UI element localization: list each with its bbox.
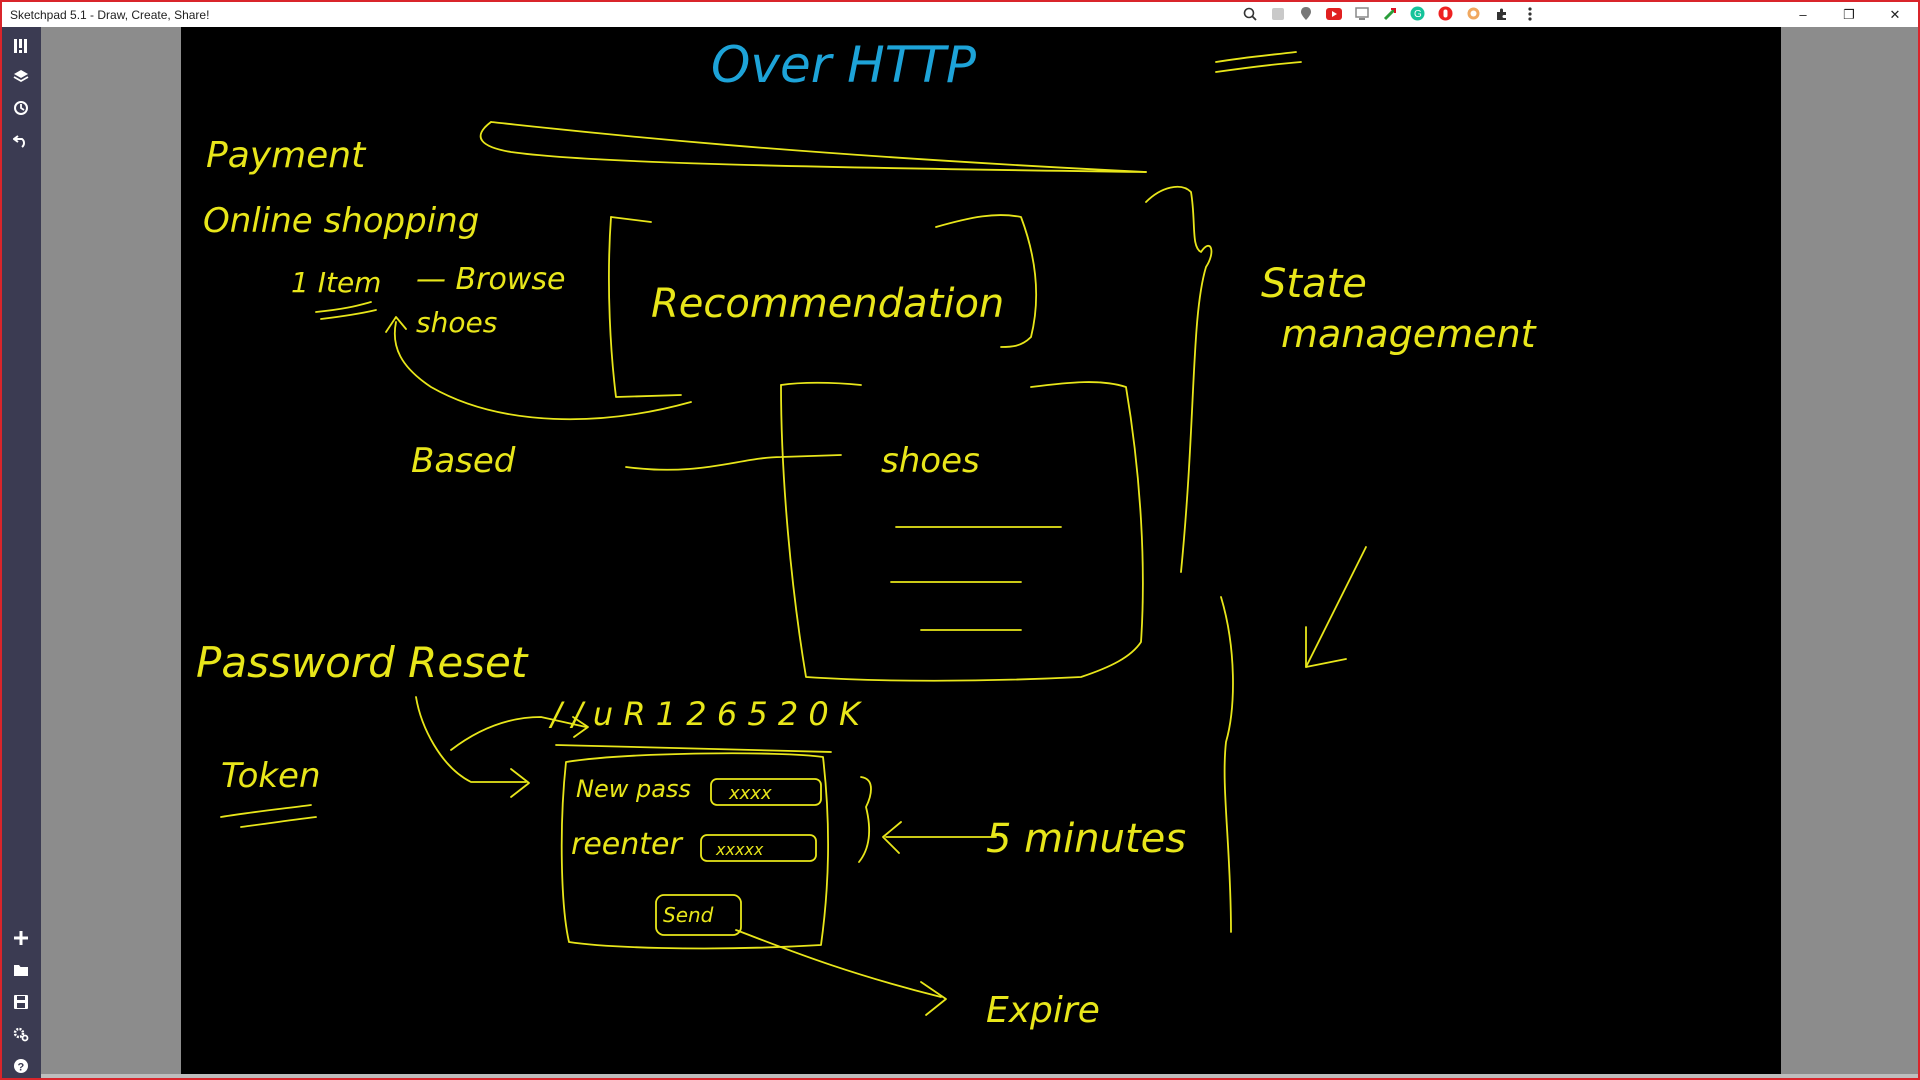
folder-icon[interactable] xyxy=(8,957,34,983)
extension-icon[interactable] xyxy=(1269,5,1286,22)
restore-button[interactable]: ❐ xyxy=(1843,6,1855,22)
window-controls: – ❐ ✕ xyxy=(1780,2,1918,27)
settings-icon[interactable] xyxy=(8,1021,34,1047)
label-recommendation: Recommendation xyxy=(651,281,1004,327)
label-reenter: reenter xyxy=(571,827,683,862)
youtube-icon[interactable] xyxy=(1325,5,1342,22)
circle-icon[interactable] xyxy=(1465,5,1482,22)
svg-text:?: ? xyxy=(18,1062,25,1074)
svg-text:G: G xyxy=(1414,9,1422,20)
title-bar: Sketchpad 5.1 - Draw, Create, Share! G xyxy=(2,2,1918,27)
label-state: State xyxy=(1261,261,1367,307)
history-icon[interactable] xyxy=(8,95,34,121)
screen-icon[interactable] xyxy=(1353,5,1370,22)
minimize-button[interactable]: – xyxy=(1799,7,1807,22)
close-button[interactable]: ✕ xyxy=(1889,6,1901,22)
grammarly-icon[interactable]: G xyxy=(1409,5,1426,22)
label-management: management xyxy=(1281,312,1538,356)
canvas-drawing: Over HTTP Payment Online shopping 1 Item… xyxy=(196,36,1538,1031)
menu-icon[interactable] xyxy=(1521,5,1538,22)
label-payment: Payment xyxy=(206,135,367,176)
undo-icon[interactable] xyxy=(8,127,34,153)
arrow-icon[interactable] xyxy=(1381,5,1398,22)
label-item: 1 Item xyxy=(291,266,381,299)
label-expire: Expire xyxy=(986,990,1100,1031)
value-reenter: xxxxx xyxy=(715,840,764,859)
zoom-icon[interactable] xyxy=(1241,5,1258,22)
location-icon[interactable] xyxy=(1297,5,1314,22)
label-shoes-small: shoes xyxy=(416,306,497,339)
window-title: Sketchpad 5.1 - Draw, Create, Share! xyxy=(10,7,210,22)
label-shoes-box: shoes xyxy=(881,441,980,481)
label-new-pass: New pass xyxy=(576,775,691,803)
label-token: Token xyxy=(221,756,321,796)
browser-extension-tray: G xyxy=(1241,5,1538,22)
help-icon[interactable]: ? xyxy=(8,1053,34,1078)
label-five-minutes: 5 minutes xyxy=(986,816,1186,862)
add-icon[interactable] xyxy=(8,925,34,951)
label-send: Send xyxy=(663,903,714,927)
horizontal-scrollbar[interactable] xyxy=(41,1074,1918,1078)
label-browse: — Browse xyxy=(416,262,565,297)
save-icon[interactable] xyxy=(8,989,34,1015)
value-new-pass: xxxx xyxy=(728,783,772,804)
drawing-canvas[interactable]: Over HTTP Payment Online shopping 1 Item… xyxy=(181,27,1781,1077)
record-icon[interactable] xyxy=(1437,5,1454,22)
heading-over-http: Over HTTP xyxy=(711,36,977,94)
tools-icon[interactable] xyxy=(8,33,34,59)
sketch-strokes xyxy=(220,51,1367,1016)
layers-icon[interactable] xyxy=(8,64,34,90)
tool-sidebar: ? xyxy=(2,27,41,1078)
label-password-reset: Password Reset xyxy=(196,638,529,687)
label-url: / / u R 1 2 6 5 2 0 K xyxy=(548,695,863,733)
label-online-shopping: Online shopping xyxy=(203,201,479,241)
label-based: Based xyxy=(411,441,516,481)
puzzle-icon[interactable] xyxy=(1493,5,1510,22)
